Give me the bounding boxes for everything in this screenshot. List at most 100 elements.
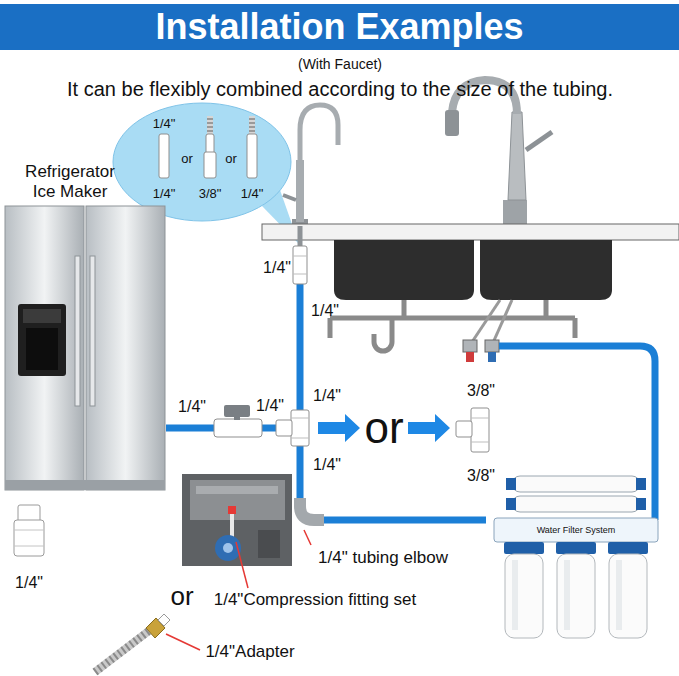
dispenser bbox=[18, 304, 66, 376]
braided-hose bbox=[207, 116, 213, 135]
leader-line bbox=[304, 530, 311, 545]
faucet-union-fitting bbox=[293, 246, 307, 284]
reducer-fitting bbox=[206, 134, 214, 154]
filter-canister bbox=[505, 554, 543, 638]
faucet-union-fitting bbox=[293, 256, 307, 257]
supply-tubing bbox=[297, 284, 304, 412]
size-label: or bbox=[181, 152, 193, 167]
housing-cap bbox=[636, 478, 646, 490]
product-label: Water Filter System bbox=[537, 525, 616, 535]
supply-tubing bbox=[300, 226, 655, 520]
part-label: 1/4"Adapter bbox=[205, 642, 294, 662]
part-label: 1/4" tubing elbow bbox=[318, 548, 448, 568]
braided-hose-adapter bbox=[95, 614, 170, 672]
supply-tubing bbox=[298, 226, 303, 248]
tubing-elbow bbox=[300, 498, 324, 520]
tee-fitting bbox=[291, 418, 309, 419]
size-label: 1/4" bbox=[313, 387, 341, 405]
membrane-housing bbox=[512, 496, 640, 512]
fridge-handle bbox=[75, 256, 80, 406]
kitchen-faucet bbox=[526, 132, 552, 150]
braided-hose-adapter bbox=[158, 614, 170, 626]
compression-fitting-photo bbox=[190, 480, 285, 520]
refrigerator: Refrigerator Ice Maker bbox=[4, 162, 166, 492]
supply-tubing bbox=[499, 346, 655, 520]
fridge-door bbox=[86, 206, 165, 490]
braided-hose bbox=[249, 116, 255, 135]
size-label: or bbox=[225, 152, 237, 167]
faucet-union-fitting bbox=[293, 274, 307, 275]
leader-line bbox=[166, 634, 200, 650]
part-label: 1/4"Compression fitting set bbox=[214, 590, 417, 610]
tubing-elbow bbox=[300, 498, 324, 520]
compression-fitting-photo bbox=[182, 474, 292, 566]
housing-cap bbox=[636, 498, 646, 510]
fridge-handle bbox=[90, 256, 95, 406]
size-label: 1/4" bbox=[311, 302, 339, 320]
tee-fitting bbox=[276, 420, 292, 436]
water-tubing bbox=[166, 428, 486, 520]
shutoff-valve bbox=[234, 415, 240, 420]
ro-faucet bbox=[283, 195, 296, 200]
sink bbox=[334, 240, 474, 300]
alternative-tee-fitting bbox=[471, 418, 489, 419]
dispenser-cavity bbox=[26, 328, 58, 370]
sink bbox=[485, 340, 499, 352]
sink bbox=[466, 352, 474, 362]
sink bbox=[330, 300, 575, 338]
union-fitting bbox=[159, 134, 169, 178]
subtitle: It can be flexibly combined according to… bbox=[67, 78, 613, 101]
sink bbox=[480, 240, 612, 300]
size-label: 1/4" bbox=[241, 187, 264, 202]
option-arrow bbox=[318, 414, 360, 442]
node-shape bbox=[486, 470, 666, 646]
sink bbox=[492, 300, 512, 345]
size-label: 3/8" bbox=[467, 382, 495, 400]
kitchen-faucet bbox=[508, 112, 526, 200]
sink bbox=[262, 224, 679, 362]
compression-fitting-photo bbox=[196, 486, 278, 494]
size-label: 1/4" bbox=[178, 398, 206, 416]
compression-fitting-photo bbox=[182, 474, 292, 566]
magnifier-circle: 1/4"oror1/4"3/8"1/4" bbox=[112, 102, 292, 222]
canister-shine bbox=[512, 560, 518, 630]
white-adapter bbox=[18, 505, 40, 522]
canister-cap bbox=[504, 542, 544, 554]
braided-hose-adapter bbox=[95, 630, 150, 672]
sink bbox=[262, 224, 679, 240]
sink bbox=[463, 340, 477, 352]
title-band: Installation Examples bbox=[0, 4, 679, 50]
alternative-tee-fitting bbox=[471, 408, 489, 452]
sink bbox=[374, 318, 392, 351]
compression-fitting-photo bbox=[223, 543, 233, 553]
housing-cap bbox=[506, 498, 516, 510]
membrane-housing bbox=[512, 476, 640, 492]
option-arrow bbox=[408, 414, 450, 442]
alternative-tee-fitting bbox=[456, 421, 472, 437]
ro-faucet bbox=[300, 105, 338, 162]
size-label: 1/4" bbox=[15, 574, 43, 592]
housing-cap bbox=[506, 478, 516, 490]
size-label: 1/4" bbox=[153, 117, 176, 132]
canister-cap bbox=[608, 542, 648, 554]
alternative-tee-fitting bbox=[456, 408, 489, 452]
ro-faucet bbox=[296, 160, 304, 222]
mounting-plate bbox=[494, 518, 658, 542]
dispenser-panel bbox=[23, 309, 61, 323]
compression-fitting-photo bbox=[258, 530, 280, 558]
braided-hose bbox=[207, 116, 213, 135]
tee-fitting bbox=[276, 410, 309, 446]
node-shape bbox=[112, 102, 292, 222]
reducer-fitting bbox=[204, 152, 216, 178]
white-adapter bbox=[14, 505, 44, 556]
size-label: 1/4" bbox=[313, 456, 341, 474]
kitchen-faucet bbox=[445, 110, 459, 136]
title-text: Installation Examples bbox=[0, 4, 679, 50]
filter-canister bbox=[609, 554, 647, 638]
alternative-tee-fitting bbox=[471, 442, 489, 443]
kitchen-faucet bbox=[503, 200, 527, 224]
fridge-door bbox=[5, 206, 84, 490]
or-text: or bbox=[364, 403, 403, 454]
node-shape bbox=[4, 162, 166, 492]
appliance-label: Refrigerator Ice Maker bbox=[18, 162, 122, 201]
